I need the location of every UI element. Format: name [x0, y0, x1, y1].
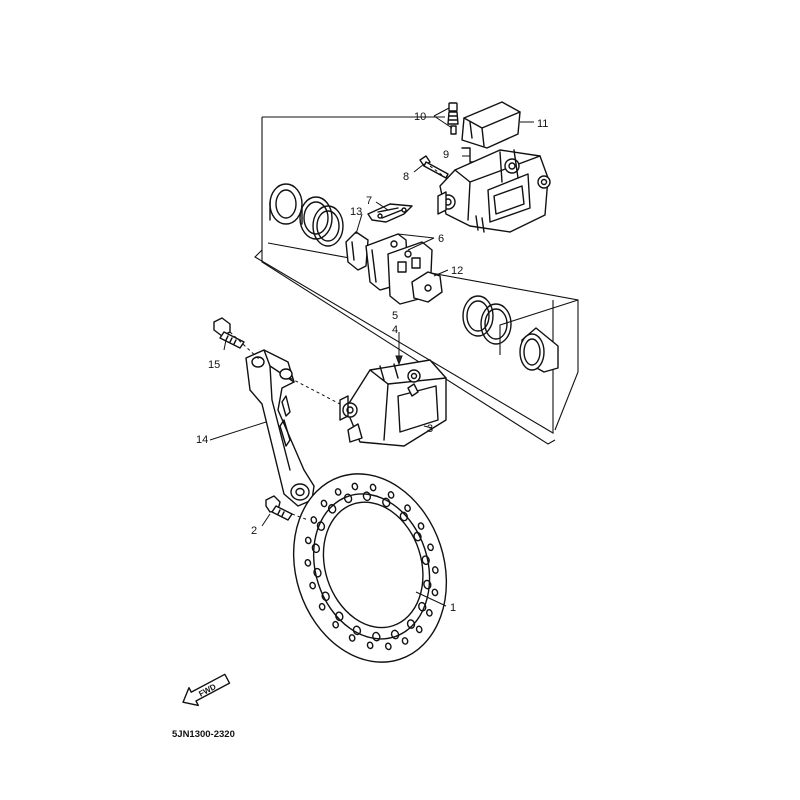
forward-arrow-icon: FWD: [182, 673, 231, 707]
disc-hole: [316, 521, 326, 531]
disc-hole: [406, 619, 416, 629]
disc-hole: [348, 634, 356, 642]
disc-hole: [335, 611, 344, 622]
disc-hole: [366, 641, 374, 650]
callout-6: 6: [438, 233, 444, 245]
disc-hole: [421, 555, 430, 566]
disc-hole: [351, 482, 359, 491]
disc-hole: [384, 642, 392, 651]
leader-lines: [209, 107, 534, 607]
disc-hole: [313, 567, 322, 578]
disc-holes: [304, 482, 439, 651]
disc-hole: [431, 588, 439, 597]
disc-hole: [399, 511, 409, 522]
disc-hole: [372, 631, 381, 642]
disc-hole: [343, 493, 353, 504]
disc-hole: [362, 491, 372, 502]
disc-hole: [382, 497, 391, 508]
disc-bolt: [265, 495, 293, 521]
disc-hole: [387, 491, 395, 499]
alignment-lines: [229, 165, 447, 521]
caliper-assembly: [339, 359, 447, 447]
disc-hole: [320, 499, 328, 508]
bracket-bolt: [213, 317, 245, 349]
disc-hole: [418, 601, 427, 612]
callout-10: 10: [414, 111, 426, 123]
disc-hole: [404, 504, 411, 513]
pad-pin-clip: [461, 147, 477, 163]
upper-piston-seal-inner: [312, 205, 344, 247]
disc-hole: [310, 516, 318, 524]
callout-1: 1: [450, 602, 456, 614]
callout-3: 3: [427, 423, 433, 435]
callout-4: 4: [392, 324, 398, 336]
callout-12: 12: [451, 265, 463, 277]
lower-piston: [519, 327, 559, 373]
part-code-label: 5JN1300-2320: [172, 729, 235, 740]
callout-5: 5: [392, 310, 398, 322]
disc-hole: [390, 629, 400, 640]
callout-11: 11: [537, 118, 548, 130]
pad-spring: [367, 203, 413, 223]
assembly-arrow: [395, 332, 403, 366]
disc-hole: [427, 543, 434, 552]
pad-shim-right: [411, 271, 443, 303]
disc-hole: [369, 483, 377, 492]
upper-piston: [269, 183, 303, 225]
pad-shim-left: [345, 231, 369, 271]
callout-13: 13: [350, 206, 362, 218]
disc-hole: [332, 620, 340, 629]
disc-hole: [304, 559, 312, 567]
disc-hole: [318, 602, 326, 611]
lower-piston-seal-inner: [480, 303, 512, 345]
disc-hole: [413, 531, 422, 542]
disc-hole: [309, 581, 316, 590]
disc-hole: [426, 609, 433, 617]
disc-hole: [417, 522, 425, 530]
caliper-bracket: [245, 349, 315, 507]
disc-hole: [431, 566, 439, 574]
bleed-screw: [447, 102, 459, 135]
callout-14: 14: [196, 434, 208, 446]
callout-7: 7: [366, 195, 372, 207]
upper-caliper-body: [437, 149, 551, 233]
disc-hole: [415, 625, 423, 634]
disc-hole: [321, 591, 330, 602]
upper-piston-seal-outer: [299, 196, 333, 240]
lower-piston-seal-outer: [462, 295, 494, 337]
callout-15: 15: [208, 359, 220, 371]
disc-hole: [334, 488, 342, 496]
callout-9: 9: [443, 149, 449, 161]
callout-8: 8: [403, 171, 409, 183]
caliper-cover: [461, 101, 521, 149]
callout-2: 2: [251, 525, 257, 537]
disc-hole: [401, 637, 409, 645]
brake-disc: [292, 473, 448, 663]
disc-hole: [423, 579, 432, 590]
disc-hole: [304, 536, 312, 545]
callouts: 10 11 9 8 7 13 6 12 5 4 3 15 14 2 1: [196, 111, 548, 614]
disc-hole: [327, 503, 337, 514]
disc-hole: [311, 543, 321, 554]
disc-hole: [352, 625, 362, 636]
